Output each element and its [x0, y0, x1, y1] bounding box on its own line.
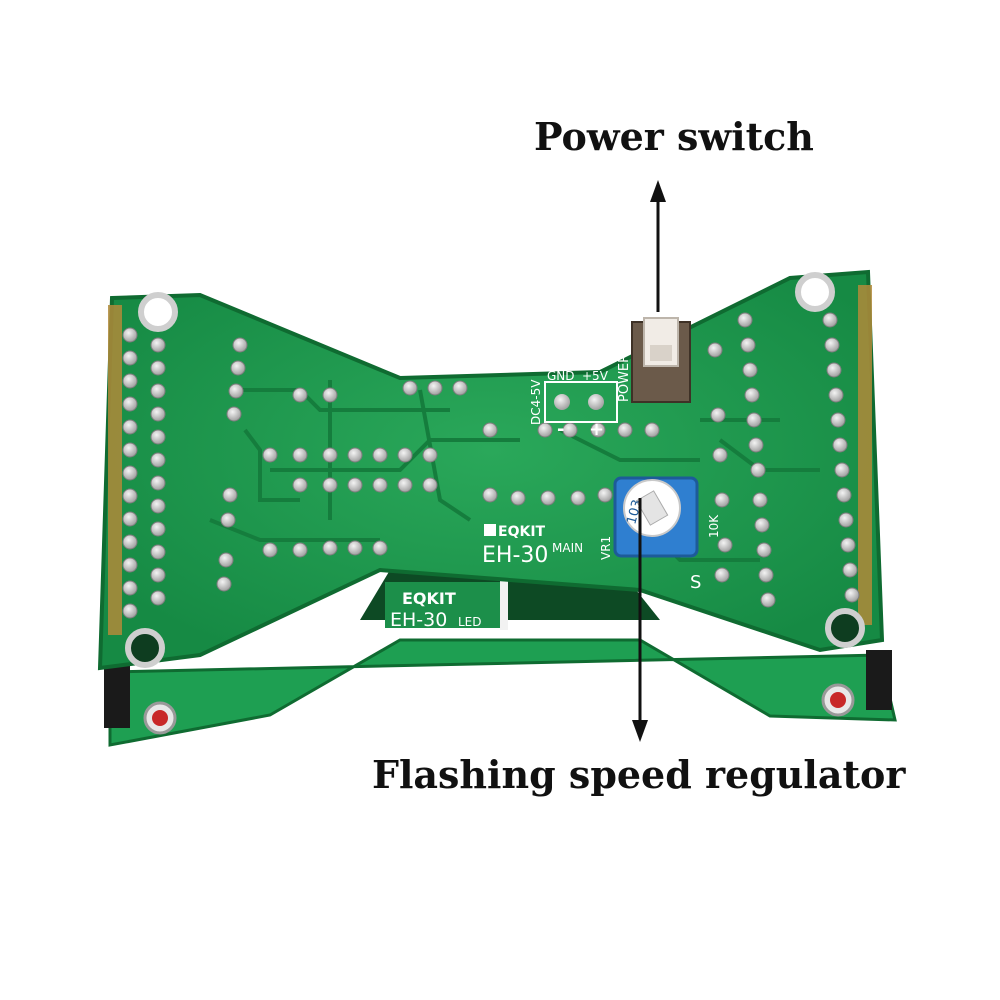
silk-5v: +5V — [582, 369, 609, 383]
speed-potentiometer — [613, 476, 699, 558]
silk-10k: 10K — [707, 514, 721, 538]
power-switch — [631, 317, 691, 403]
solder-pads — [122, 312, 860, 619]
power-connector-outline — [544, 381, 618, 423]
silk-s: S — [690, 572, 701, 593]
main-brand: EQKIT — [498, 524, 546, 540]
speed-arrow — [632, 498, 648, 742]
main-logo-box — [484, 524, 496, 536]
led-model: EH-30 — [390, 609, 447, 631]
silk-plus: + — [589, 419, 604, 440]
power-switch-label: Power switch — [534, 114, 814, 159]
speed-regulator-label: Flashing speed regulator — [372, 752, 906, 797]
silk-vr1: VR1 — [599, 536, 613, 560]
silk-dc: DC4-5V — [529, 379, 543, 425]
silk-gnd: GND — [547, 369, 575, 383]
led-label-divider — [500, 575, 508, 630]
led-label-plate — [385, 582, 505, 628]
standoff-right — [866, 650, 892, 710]
led-red-right — [830, 692, 846, 708]
led-board — [108, 638, 897, 747]
main-suffix: MAIN — [552, 541, 583, 555]
led-suffix: LED — [458, 615, 482, 629]
mount-hole-bottom-left — [125, 628, 165, 668]
connector-pad-gnd — [554, 394, 570, 410]
main-model: EH-30 — [482, 543, 548, 568]
led-brand: EQKIT — [402, 589, 456, 608]
left-pin-header — [108, 305, 122, 635]
mount-hole-top-right — [795, 272, 835, 312]
right-pin-header — [858, 285, 872, 625]
power-arrow — [650, 180, 666, 312]
connector-pad-5v — [588, 394, 604, 410]
standoff-left — [104, 664, 130, 728]
mount-hole-top-left — [138, 292, 178, 332]
led-red-left — [152, 710, 168, 726]
mount-hole-bottom-right — [825, 608, 865, 648]
silk-power: POWER — [617, 354, 632, 402]
silk-minus: - — [557, 419, 564, 440]
